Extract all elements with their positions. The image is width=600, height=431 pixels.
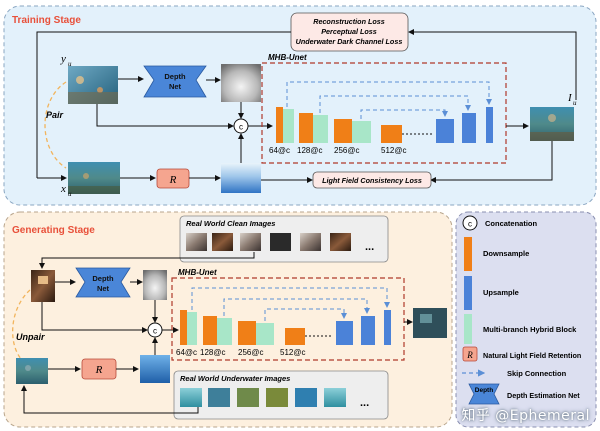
svg-text:Natural Light Field Retention: Natural Light Field Retention	[483, 351, 581, 360]
underwater-images-title: Real World Underwater Images	[180, 374, 290, 383]
svg-text:x: x	[60, 183, 66, 195]
svg-text:Depth: Depth	[92, 274, 114, 283]
light-field-map-generating	[140, 355, 170, 383]
lf-loss-label: Light Field Consistency Loss	[322, 176, 422, 185]
clean-images-title: Real World Clean Images	[186, 219, 275, 228]
channel-512-generating: 512@c	[280, 348, 305, 357]
svg-text:Depth: Depth	[475, 387, 493, 394]
underwater-image-thumbnails	[180, 388, 346, 407]
mhb-unet-training-box	[261, 62, 507, 164]
svg-text:Net: Net	[97, 284, 110, 293]
arrow-output-to-lf-loss	[430, 141, 553, 183]
lf-loss-box	[312, 171, 432, 189]
pair-curve	[44, 81, 67, 169]
mhb-unet-generating-label: MHB-Unet	[178, 268, 217, 277]
mhb-unet-training-label: MHB-Unet	[268, 53, 307, 62]
r-label-training: R	[169, 174, 177, 186]
channel-128-training: 128@c	[297, 146, 322, 155]
legend-downsample: Downsample	[464, 237, 529, 271]
svg-text:u: u	[68, 60, 72, 68]
yu-symbol: y u	[60, 53, 72, 68]
legend-concat: c Concatenation	[462, 215, 538, 231]
svg-text:Multi-branch Hybrid Block: Multi-branch Hybrid Block	[483, 325, 577, 334]
underwater-images-ellipsis: ...	[360, 397, 369, 409]
training-stage-panel	[3, 5, 597, 206]
depth-map-generating	[143, 270, 167, 300]
svg-text:R: R	[466, 350, 473, 360]
clean-input-image	[31, 270, 55, 302]
arrow-clean-to-input	[39, 252, 255, 269]
legend-depth-net: Depth Depth Estimation Net	[468, 383, 580, 405]
depth-net-generating: Depth Net	[75, 267, 131, 298]
svg-text:y: y	[60, 53, 66, 65]
loss-perceptual: Perceptual Loss	[321, 27, 377, 36]
channel-512-training: 512@c	[381, 146, 406, 155]
channel-128-generating: 128@c	[200, 348, 225, 357]
svg-text:Depth Estimation Net: Depth Estimation Net	[507, 391, 580, 400]
mhb-unet-generating-box	[171, 277, 405, 361]
iu-restored-image	[530, 107, 574, 141]
legend-mhb: Multi-branch Hybrid Block	[464, 314, 577, 344]
arrow-output-to-loss	[408, 29, 577, 100]
arrow-loss-to-left	[36, 31, 291, 178]
light-field-map-training	[221, 163, 261, 193]
svg-text:Upsample: Upsample	[483, 288, 519, 297]
unpair-label: Unpair	[16, 332, 45, 342]
legend-skip: Skip Connection	[462, 369, 567, 378]
underwater-input-image	[16, 358, 48, 384]
svg-text:u: u	[68, 190, 72, 198]
channel-256-generating: 256@c	[238, 348, 263, 357]
xu-symbol: x u	[60, 183, 72, 198]
unpair-curve	[12, 289, 31, 363]
arrow-clean-to-concat	[41, 302, 148, 333]
channel-64-training: 64@c	[269, 146, 290, 155]
skip-connections-training	[286, 81, 492, 119]
legend-panel	[455, 211, 597, 428]
yu-clean-image	[68, 66, 118, 104]
svg-text:c: c	[468, 220, 472, 229]
svg-text:u: u	[573, 99, 577, 107]
channel-64-generating: 64@c	[176, 348, 197, 357]
svg-text:Net: Net	[169, 82, 182, 91]
generating-stage-title: Generating Stage	[12, 225, 95, 236]
iu-symbol: I u	[567, 92, 577, 107]
clean-image-thumbnails	[186, 233, 351, 251]
svg-text:Concatenation: Concatenation	[485, 219, 538, 228]
unet-blocks-generating	[180, 310, 391, 345]
skip-connections-generating	[191, 287, 390, 321]
xu-underwater-image	[68, 162, 120, 194]
arrow-underwater-set-to-input	[21, 385, 199, 414]
svg-text:Depth: Depth	[164, 72, 186, 81]
training-stage-title: Training Stage	[12, 15, 81, 26]
concat-label-training: c	[239, 123, 243, 132]
legend-upsample: Upsample	[464, 276, 519, 310]
svg-text:Skip Connection: Skip Connection	[507, 369, 567, 378]
svg-text:I: I	[567, 92, 573, 104]
loss-dark-channel: Underwater Dark Channel Loss	[296, 37, 403, 46]
concat-label-generating: c	[153, 327, 157, 336]
watermark: 知乎 @Ephemeral	[461, 408, 590, 424]
clean-images-ellipsis: ...	[365, 241, 374, 253]
arrow-yu-to-concat	[96, 104, 234, 129]
generated-underwater-image	[413, 308, 447, 338]
r-label-generating: R	[95, 364, 103, 376]
depth-map-training	[221, 64, 261, 102]
svg-text:Downsample: Downsample	[483, 249, 529, 258]
channel-256-training: 256@c	[334, 146, 359, 155]
legend-nlfr: R Natural Light Field Retention	[462, 346, 581, 362]
pair-label: Pair	[46, 110, 64, 120]
unet-blocks-training	[276, 107, 493, 143]
depth-net-training: Depth Net	[143, 65, 207, 98]
loss-reconstruction: Reconstruction Loss	[313, 17, 385, 26]
